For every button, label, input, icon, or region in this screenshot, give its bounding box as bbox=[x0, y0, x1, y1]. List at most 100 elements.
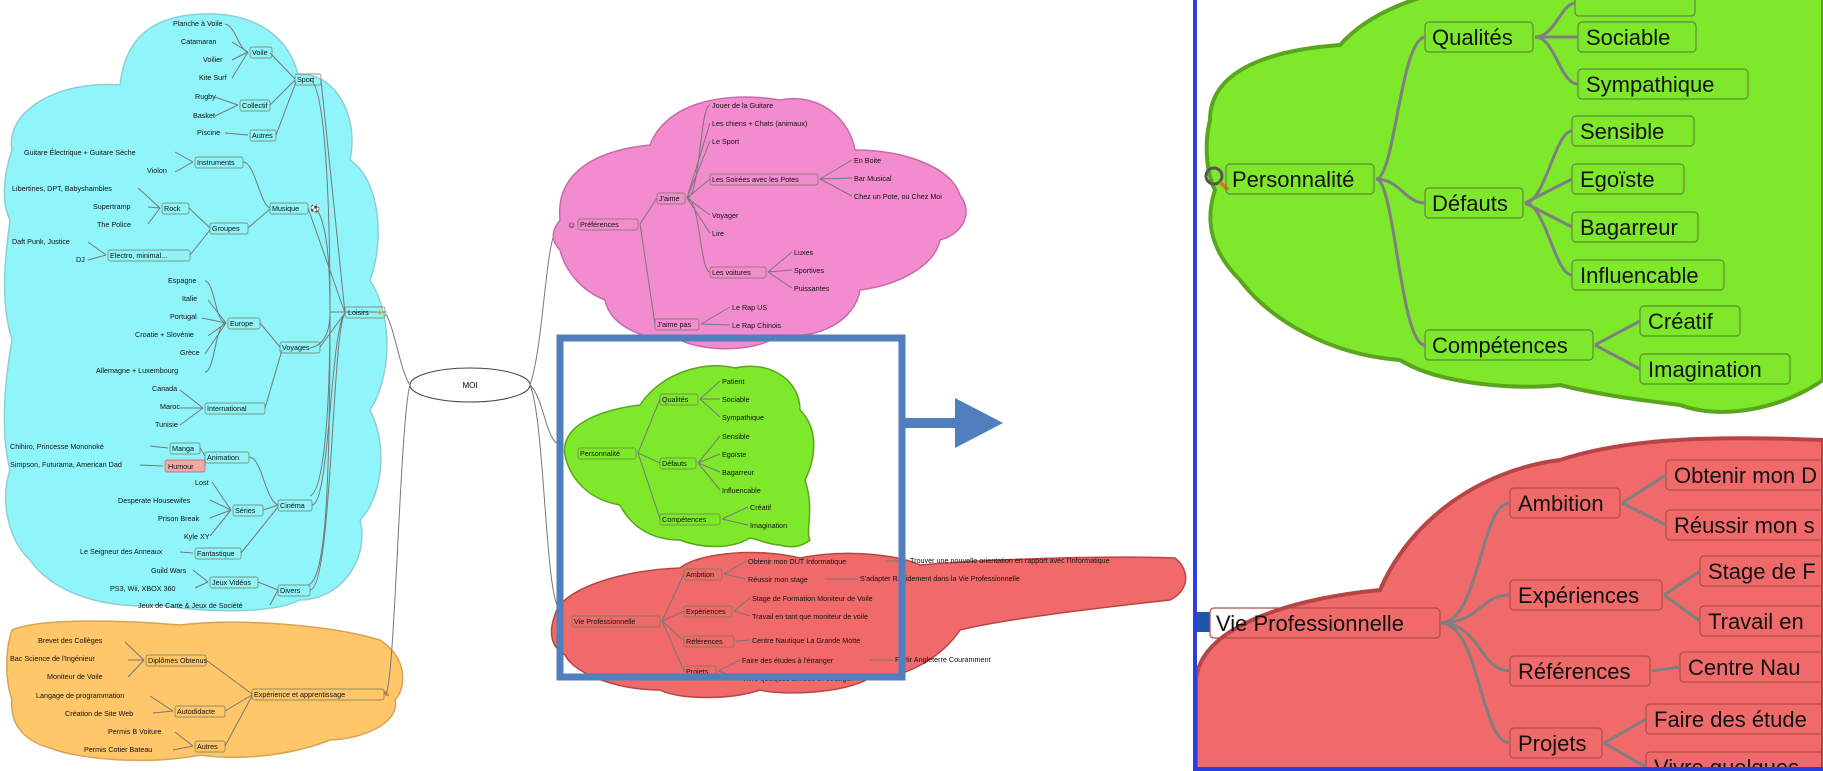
center-label: MOI bbox=[462, 381, 477, 390]
fantastique-label: Fantastique bbox=[197, 549, 235, 558]
zoom-references-label: Références bbox=[1518, 659, 1631, 684]
jaimepas-item: Le Rap US bbox=[732, 303, 767, 312]
zoom-personnalite-label: Personnalité bbox=[1232, 167, 1354, 192]
voiture-item: Sportives bbox=[794, 266, 824, 275]
defauts-label: Défauts bbox=[662, 459, 687, 468]
cyan-cloud-shape bbox=[3, 13, 388, 612]
instrument-item: Violon bbox=[147, 166, 167, 175]
voile-item: Planche à Voile bbox=[173, 19, 223, 28]
qualites-label: Qualités bbox=[662, 395, 689, 404]
green-cloud-shape bbox=[563, 365, 815, 548]
jaime-item: Jouer de la Guitare bbox=[712, 101, 773, 110]
soiree-item: En Boite bbox=[854, 156, 881, 165]
zoom-projet-item: Faire des étude bbox=[1654, 707, 1807, 732]
zoom-experience-item: Stage de F bbox=[1708, 559, 1816, 584]
collectif-item: Basket bbox=[193, 111, 215, 120]
jeux-item: Guild Wars bbox=[151, 566, 187, 575]
divers-label: Divers bbox=[280, 586, 301, 595]
instruments-label: Instruments bbox=[197, 158, 235, 167]
diplome-item: Brevet des Collèges bbox=[38, 636, 103, 645]
defaut-item: Sensible bbox=[722, 432, 750, 441]
soirees-label: Les Soirées avec les Potes bbox=[712, 175, 799, 184]
center-node[interactable]: MOI bbox=[409, 367, 531, 403]
collectif-label: Collectif bbox=[242, 101, 268, 110]
red-cloud-shape bbox=[550, 551, 1187, 699]
rock-item: Libertines, DPT, Babyshambles bbox=[12, 184, 112, 193]
voile-item: Voilier bbox=[203, 55, 223, 64]
loisirs-label: Loisirs bbox=[348, 308, 369, 317]
competence-item: Imagination bbox=[750, 521, 787, 530]
zoom-qualites-label: Qualités bbox=[1432, 25, 1513, 50]
autodidacte-item: Langage de programmation bbox=[36, 691, 124, 700]
musique-label: Musique bbox=[272, 204, 299, 213]
jaime-item: Le Sport bbox=[712, 137, 739, 146]
zoom-defaut-item: Sensible bbox=[1580, 119, 1664, 144]
jaime-item: Lire bbox=[712, 229, 724, 238]
animation-label: Animation bbox=[207, 453, 239, 462]
collectif-item: Rugby bbox=[195, 92, 216, 101]
personnalite-cloud: Personnalité Qualités Patient Sociable S… bbox=[563, 365, 815, 548]
autodidacte-item: Création de Site Web bbox=[65, 709, 133, 718]
zoom-competence-item: Imagination bbox=[1648, 357, 1762, 382]
zoom-ambition-label: Ambition bbox=[1518, 491, 1604, 516]
instrument-item: Guitare Électrique + Guitare Sèche bbox=[24, 148, 136, 157]
soiree-item: Bar Musical bbox=[854, 174, 892, 183]
groupes-label: Groupes bbox=[212, 224, 240, 233]
fantastique-item: Le Seigneur des Anneaux bbox=[80, 547, 163, 556]
zoom-defauts-label: Défauts bbox=[1432, 191, 1508, 216]
autres-orange-item: Permis B Voiture bbox=[108, 727, 162, 736]
zoom-qualite-item: Sympathique bbox=[1586, 72, 1714, 97]
series-item: Kyle XY bbox=[184, 532, 210, 541]
series-item: Desperate Housewifes bbox=[118, 496, 191, 505]
loisirs-cloud: Sport Voile Planche à Voile Catamaran Vo… bbox=[3, 13, 388, 612]
pink-cloud-shape bbox=[552, 96, 967, 350]
rock-item: The Police bbox=[97, 220, 131, 229]
personnalite-label: Personnalité bbox=[580, 449, 620, 458]
sport-label: Sport bbox=[297, 75, 314, 84]
competence-item: Créatif bbox=[750, 503, 771, 512]
series-item: Lost bbox=[195, 478, 209, 487]
jeux-videos-label: Jeux Vidéos bbox=[212, 578, 251, 587]
series-item: Prison Break bbox=[158, 514, 200, 523]
experience-item: Stage de Formation Moniteur de Voile bbox=[752, 594, 873, 603]
europe-item: Italie bbox=[182, 294, 197, 303]
orange-autres-label: Autres bbox=[197, 742, 218, 751]
zoom-green-cloud bbox=[1204, 0, 1823, 414]
vie-pro-label: Vie Professionnelle bbox=[574, 617, 635, 626]
europe-item: Croatie + Slovénie bbox=[135, 330, 194, 339]
voile-label: Voile bbox=[252, 48, 268, 57]
zoom-defaut-item: Egoïste bbox=[1580, 167, 1655, 192]
international-item: Canada bbox=[152, 384, 177, 393]
reference-item: Centre Nautique La Grande Motte bbox=[752, 636, 860, 645]
electro-item: DJ bbox=[76, 255, 85, 264]
references-label: Références bbox=[686, 637, 723, 646]
zoom-defaut-item: Bagarreur bbox=[1580, 215, 1678, 240]
qualite-item: Sympathique bbox=[722, 413, 764, 422]
orange-cloud-shape bbox=[6, 620, 404, 762]
projet-item: Faire des études à l'étranger bbox=[742, 656, 834, 665]
societe-item: Jeux de Carte & Jeux de Société bbox=[138, 601, 243, 610]
zoom-projets-label: Projets bbox=[1518, 731, 1586, 756]
jaime-item: Voyager bbox=[712, 211, 739, 220]
rock-label: Rock bbox=[164, 204, 181, 213]
projets-label: Projets bbox=[686, 667, 709, 676]
international-item: Maroc bbox=[160, 402, 180, 411]
ambition-sub: Trouver une nouvelle orientation en rapp… bbox=[910, 556, 1110, 565]
projet-sub: Partir Angleterre Couramment bbox=[895, 655, 990, 664]
zoom-competence-item: Créatif bbox=[1648, 309, 1714, 334]
autres-item: Piscine bbox=[197, 128, 220, 137]
smiley-icon: ☺ bbox=[567, 220, 576, 230]
voile-item: Catamaran bbox=[181, 37, 217, 46]
europe-label: Europe bbox=[230, 319, 253, 328]
ambition-label: Ambition bbox=[686, 570, 714, 579]
jaime-item: Les chiens + Chats (animaux) bbox=[712, 119, 807, 128]
ambition-sub: S'adapter Rapidement dans la Vie Profess… bbox=[860, 574, 1020, 583]
series-label: Séries bbox=[235, 506, 256, 515]
europe-item: Allemagne + Luxembourg bbox=[96, 366, 178, 375]
jaimepas-item: Le Rap Chinois bbox=[732, 321, 782, 330]
star-icon: ★ bbox=[376, 308, 383, 317]
europe-item: Espagne bbox=[168, 276, 196, 285]
experiences-label: Expériences bbox=[686, 607, 726, 616]
experience-main-label: Expérience et apprentissage bbox=[254, 690, 345, 699]
